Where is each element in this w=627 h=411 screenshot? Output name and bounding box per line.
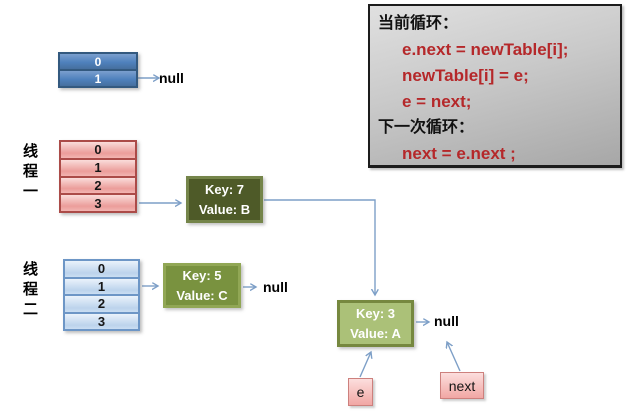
code-line: newTable[i] = e; <box>402 66 529 85</box>
thread2-label: 线程二 <box>21 261 39 321</box>
node-key7: Key: 7 Value: B <box>186 176 263 223</box>
code-box: 当前循环： e.next = newTable[i]; newTable[i] … <box>368 4 622 168</box>
node-value-label: Value: A <box>350 325 401 341</box>
thread1-label: 线程一 <box>21 143 39 203</box>
thread2-table: 0 1 2 3 <box>63 259 140 331</box>
node-key-label: Key: 3 <box>355 306 396 321</box>
bucket-row: 1 <box>65 276 138 294</box>
bucket-row: 3 <box>61 193 135 211</box>
node-key-label: Key: 5 <box>182 268 222 283</box>
code-line-current-loop: 当前循环： <box>378 15 459 32</box>
bucket-row: 0 <box>65 261 138 277</box>
arrow-next-to-null <box>447 342 461 372</box>
code-line: next = e.next ; <box>402 144 516 163</box>
code-line: e.next = newTable[i]; <box>402 40 569 59</box>
bucket-row: 0 <box>60 54 136 69</box>
bucket-row: 3 <box>65 311 138 329</box>
node-key5: Key: 5 Value: C <box>163 263 241 308</box>
null-label-key3: null <box>434 313 459 329</box>
arrow-e-to-key3 <box>359 352 371 378</box>
bucket-row: 2 <box>61 175 135 194</box>
bucket-row: 1 <box>61 157 135 176</box>
bucket-row: 0 <box>61 142 135 158</box>
code-line-next-loop: 下一次循环： <box>378 119 475 136</box>
pointer-e: e <box>348 378 373 406</box>
null-label-key5: null <box>263 279 288 295</box>
thread1-table: 0 1 2 3 <box>59 140 137 213</box>
pointer-next: next <box>440 372 484 399</box>
bucket-row: 2 <box>65 294 138 312</box>
node-key-label: Key: 7 <box>204 182 245 197</box>
node-value-label: Value: C <box>176 287 228 303</box>
new-table: 0 1 <box>58 52 138 88</box>
node-key3: Key: 3 Value: A <box>337 300 414 347</box>
null-label-top: null <box>159 70 184 86</box>
code-line: e = next; <box>402 92 472 111</box>
bucket-row: 1 <box>60 69 136 86</box>
node-value-label: Value: B <box>198 201 251 217</box>
